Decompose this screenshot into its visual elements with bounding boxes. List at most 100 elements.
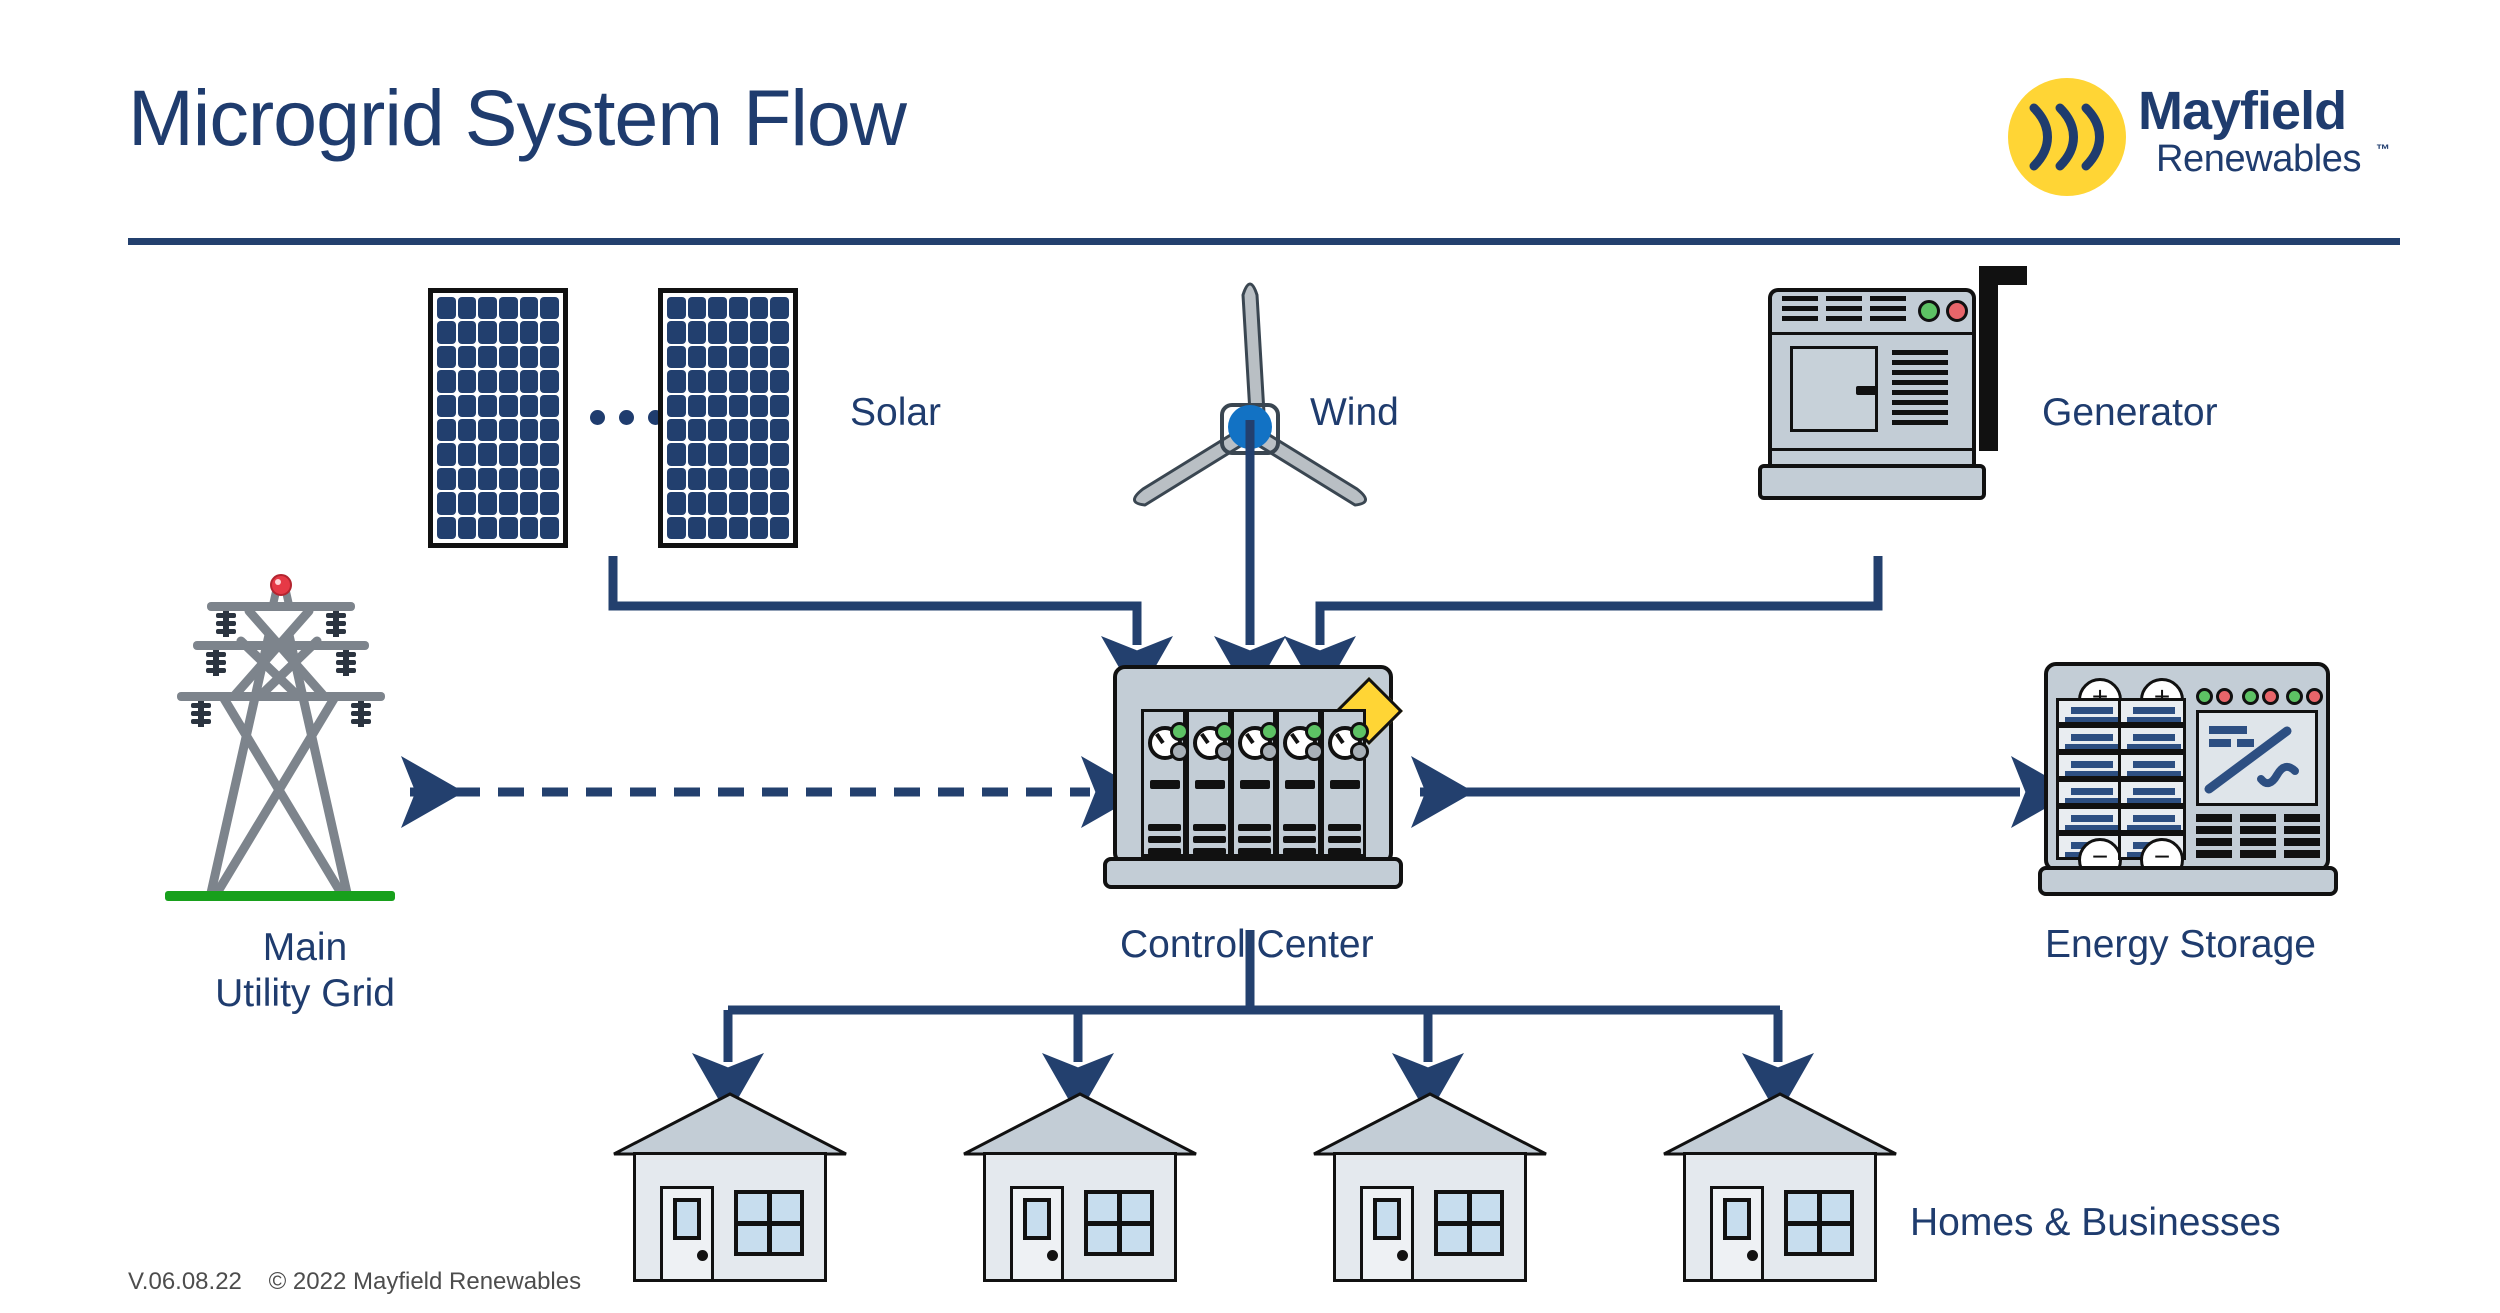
ellipsis-dot [590,410,605,425]
solar-cell [519,443,539,466]
solar-cell [457,345,477,369]
utility-grid-label: Main Utility Grid [215,926,395,1016]
solar-cell [519,418,539,442]
page-title: Microgrid System Flow [128,73,907,162]
storage-led-green [2286,688,2303,705]
footer-copyright: © 2022 Mayfield Renewables [268,1268,582,1295]
solar-cell [519,492,539,515]
storage-led-green [2242,688,2259,705]
control-bay[interactable] [1141,709,1189,857]
wind-node[interactable] [1085,265,1415,555]
solar-cell [498,443,518,466]
solar-cell [708,516,727,539]
solar-cell [457,321,477,344]
solar-cell [770,394,789,417]
window-pane [1438,1194,1467,1221]
generator-door-handle[interactable] [1856,386,1878,395]
house[interactable] [1310,1090,1550,1290]
header-divider [128,238,2400,245]
storage-vents [2196,814,2320,862]
generator-divider [1772,332,1972,335]
solar-cell [687,418,707,442]
storage-led-red [2306,688,2323,705]
solar-cell [667,492,686,515]
solar-cell [519,321,539,344]
transmission-tower-icon [165,574,395,901]
energy-storage-base [2038,866,2338,896]
control-bay[interactable] [1321,709,1369,857]
solar-cell [498,467,518,491]
solar-cell [519,345,539,369]
solar-cell [687,321,707,344]
house[interactable] [960,1090,1200,1290]
window-pane [738,1194,767,1221]
storage-display-screen[interactable] [2196,710,2318,806]
solar-cell [478,467,497,491]
control-bay[interactable] [1186,709,1234,857]
solar-cell [770,516,789,539]
house-window [734,1190,804,1256]
solar-cell [478,370,497,393]
control-center-label: Control Center [1120,923,1374,966]
house-door-window [1373,1198,1401,1240]
solar-cell [437,321,456,344]
window-pane [1821,1194,1850,1221]
solar-cell [667,321,686,344]
solar-cell [749,321,769,344]
window-pane [1121,1225,1150,1252]
house[interactable] [1660,1090,1900,1290]
logo-trademark: ™ [2376,141,2390,157]
window-pane [1121,1194,1150,1221]
solar-panel-2[interactable] [658,288,798,548]
house-door-window [1023,1198,1051,1240]
solar-cell [770,418,789,442]
loads-label: Homes & Businesses [1910,1201,2281,1244]
solar-cell [478,394,497,417]
solar-cell [728,370,748,393]
solar-cell [708,370,727,393]
energy-storage-node[interactable]: + − + − [2038,662,2358,902]
house-roof [1663,1092,1897,1156]
generator-node[interactable] [1758,266,2058,538]
solar-cell [770,370,789,393]
window-pane [771,1194,800,1221]
solar-cell [540,321,559,344]
window-pane [738,1225,767,1252]
solar-cell [498,297,518,320]
control-center-node[interactable] [1103,665,1413,900]
solar-cell [749,394,769,417]
ellipsis-dot [619,410,634,425]
house-door-knob [1047,1250,1058,1261]
control-bay[interactable] [1276,709,1324,857]
solar-node[interactable] [428,288,848,548]
solar-cell [437,492,456,515]
solar-cell [457,492,477,515]
wind-label: Wind [1310,391,1399,434]
solar-panel-1[interactable] [428,288,568,548]
control-bay[interactable] [1231,709,1279,857]
solar-cell [540,394,559,417]
solar-cell [457,467,477,491]
generator-base [1758,464,1986,500]
solar-cell [498,321,518,344]
solar-cell [437,443,456,466]
storage-chart-icon [2204,726,2299,794]
solar-cell [478,516,497,539]
house[interactable] [610,1090,850,1290]
utility-grid-node[interactable] [165,574,425,905]
solar-cell [667,443,686,466]
solar-cell [687,516,707,539]
solar-cell [770,321,789,344]
solar-cell [728,321,748,344]
solar-cell [437,297,456,320]
solar-cell [749,297,769,320]
solar-cell [728,467,748,491]
solar-cell [498,370,518,393]
logo-wordmark: Mayfield Renewables ™ [2138,80,2400,192]
solar-cell [708,467,727,491]
window-pane [1471,1225,1500,1252]
mayfield-waves-mark-icon [2008,78,2126,196]
solar-cell [749,418,769,442]
generator-exhaust-cap [1979,266,2027,285]
